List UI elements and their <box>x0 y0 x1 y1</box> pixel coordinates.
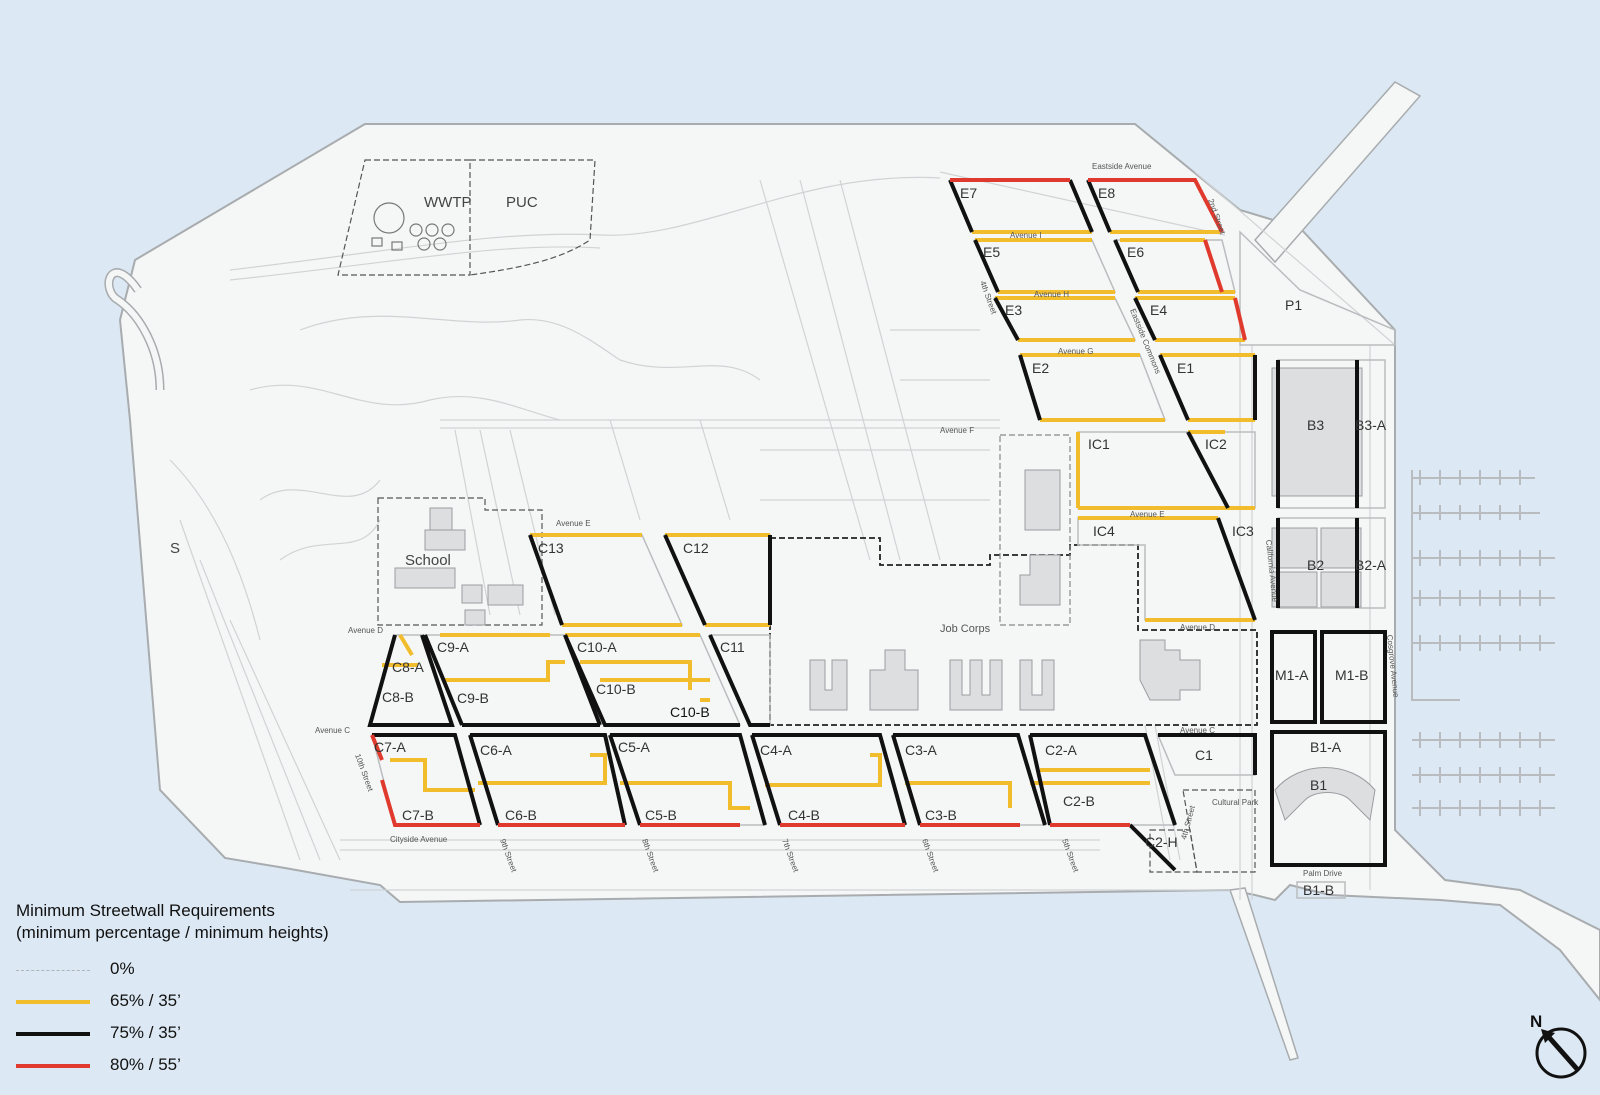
legend-title-line2: (minimum percentage / minimum heights) <box>16 923 329 942</box>
parcel-c3-b: C3-B <box>925 807 957 823</box>
parcel-c11: C11 <box>720 639 745 655</box>
parcel-c12: C12 <box>683 540 709 556</box>
street-grid <box>169 171 1396 900</box>
parcel-c2-b: C2-B <box>1063 793 1095 809</box>
parcel-c6-a: C6-A <box>480 742 513 758</box>
parcel-c10-a: C10-A <box>577 639 617 655</box>
parcel-c6-b: C6-B <box>505 807 537 823</box>
legend-title-line1: Minimum Streetwall Requirements <box>16 901 275 920</box>
legend-item-3: 80% / 55’ <box>16 1052 416 1082</box>
parcel-e7: E7 <box>960 185 977 201</box>
parcel-e1: E1 <box>1177 360 1194 376</box>
parcel-c3-a: C3-A <box>905 742 938 758</box>
label-puc: PUC <box>506 194 538 211</box>
street-avenue-h: Avenue H <box>1034 290 1069 299</box>
street-avenue-g: Avenue G <box>1058 347 1093 356</box>
parcel-ic1: IC1 <box>1088 436 1110 452</box>
parcel-e3: E3 <box>1005 302 1022 318</box>
parcel-c7-b: C7-B <box>402 807 434 823</box>
street-avenue-e-east: Avenue E <box>1130 510 1165 519</box>
parcel-c10-b-inner: C10-B <box>596 681 636 697</box>
street-avenue-c-west: Avenue C <box>315 726 350 735</box>
legend: Minimum Streetwall Requirements (minimum… <box>16 900 416 1082</box>
causeway-south <box>1228 887 1299 1061</box>
parcel-c10-b: C10-B <box>670 704 710 720</box>
parcel-c7-a: C7-A <box>374 739 407 755</box>
wwtp-tanks <box>371 202 455 251</box>
streetwall-80 <box>370 178 1247 827</box>
parcel-ic4: IC4 <box>1093 523 1115 539</box>
street-avenue-i: Avenue I <box>1010 231 1041 240</box>
parcel-c2-h: C2-H <box>1145 834 1178 850</box>
legend-item-0: 0% <box>16 956 416 986</box>
streetwall-75 <box>367 179 1387 872</box>
parcel-b1-a: B1-A <box>1310 739 1342 755</box>
parcel-c4-a: C4-A <box>760 742 793 758</box>
label-wwtp: WWTP <box>424 194 471 211</box>
street-eastside-avenue: Eastside Avenue <box>1092 162 1152 171</box>
parcel-c1: C1 <box>1195 747 1213 763</box>
street-avenue-f: Avenue F <box>940 426 974 435</box>
parcel-e4: E4 <box>1150 302 1167 318</box>
legend-swatch-3 <box>16 1064 90 1068</box>
label-school: School <box>405 552 451 569</box>
buildings <box>394 367 1376 822</box>
legend-item-2: 75% / 35’ <box>16 1020 416 1050</box>
marina-piers <box>1411 470 1555 816</box>
streetwall-65 <box>382 230 1255 810</box>
label-job-corps: Job Corps <box>940 623 991 635</box>
legend-label-0: 0% <box>110 959 135 978</box>
parcel-b2-a: B2-A <box>1355 557 1387 573</box>
legend-swatch-2 <box>16 1032 90 1036</box>
parcel-m1-b: M1-B <box>1335 667 1368 683</box>
legend-label-3: 80% / 55’ <box>110 1055 181 1074</box>
parcel-b1-b: B1-B <box>1303 882 1334 898</box>
parcel-c8-b: C8-B <box>382 689 414 705</box>
north-arrow-icon <box>1535 1027 1587 1079</box>
legend-item-1: 65% / 35’ <box>16 988 416 1018</box>
parcel-c5-b: C5-B <box>645 807 677 823</box>
parcel-p1: P1 <box>1285 297 1302 313</box>
parcel-c13: C13 <box>538 540 564 556</box>
street-palm-drive: Palm Drive <box>1303 869 1343 878</box>
parcel-ic2: IC2 <box>1205 436 1227 452</box>
parcel-c2-a: C2-A <box>1045 742 1078 758</box>
parcel-e6: E6 <box>1127 244 1144 260</box>
label-cultural-park: Cultural Park <box>1212 798 1259 807</box>
parcel-c8-a: C8-A <box>392 659 425 675</box>
parcel-e5: E5 <box>983 244 1000 260</box>
north-letter: N <box>1530 1012 1543 1031</box>
parcel-ic3: IC3 <box>1232 523 1254 539</box>
legend-label-1: 65% / 35’ <box>110 991 181 1010</box>
parcel-e8: E8 <box>1098 185 1115 201</box>
parcel-b3-a: B3-A <box>1355 417 1387 433</box>
street-avenue-e-west: Avenue E <box>556 519 591 528</box>
parcel-b3: B3 <box>1307 417 1324 433</box>
parcel-c4-b: C4-B <box>788 807 820 823</box>
facility-outlines <box>337 159 1258 873</box>
parcel-c9-b: C9-B <box>457 690 489 706</box>
street-avenue-d-west: Avenue D <box>348 626 383 635</box>
legend-swatch-0 <box>16 970 90 971</box>
parcel-b2: B2 <box>1307 557 1324 573</box>
street-cityside-avenue: Cityside Avenue <box>390 835 448 844</box>
parcel-c9-a: C9-A <box>437 639 470 655</box>
parcel-c5-a: C5-A <box>618 739 651 755</box>
street-avenue-d-east: Avenue D <box>1180 623 1215 632</box>
legend-label-2: 75% / 35’ <box>110 1023 181 1042</box>
label-s: S <box>170 540 180 557</box>
legend-swatch-1 <box>16 1000 90 1004</box>
parcel-e2: E2 <box>1032 360 1049 376</box>
street-avenue-c-east: Avenue C <box>1180 726 1215 735</box>
parcel-m1-a: M1-A <box>1275 667 1309 683</box>
parcel-b1: B1 <box>1310 777 1327 793</box>
pier-northeast <box>1253 81 1422 264</box>
